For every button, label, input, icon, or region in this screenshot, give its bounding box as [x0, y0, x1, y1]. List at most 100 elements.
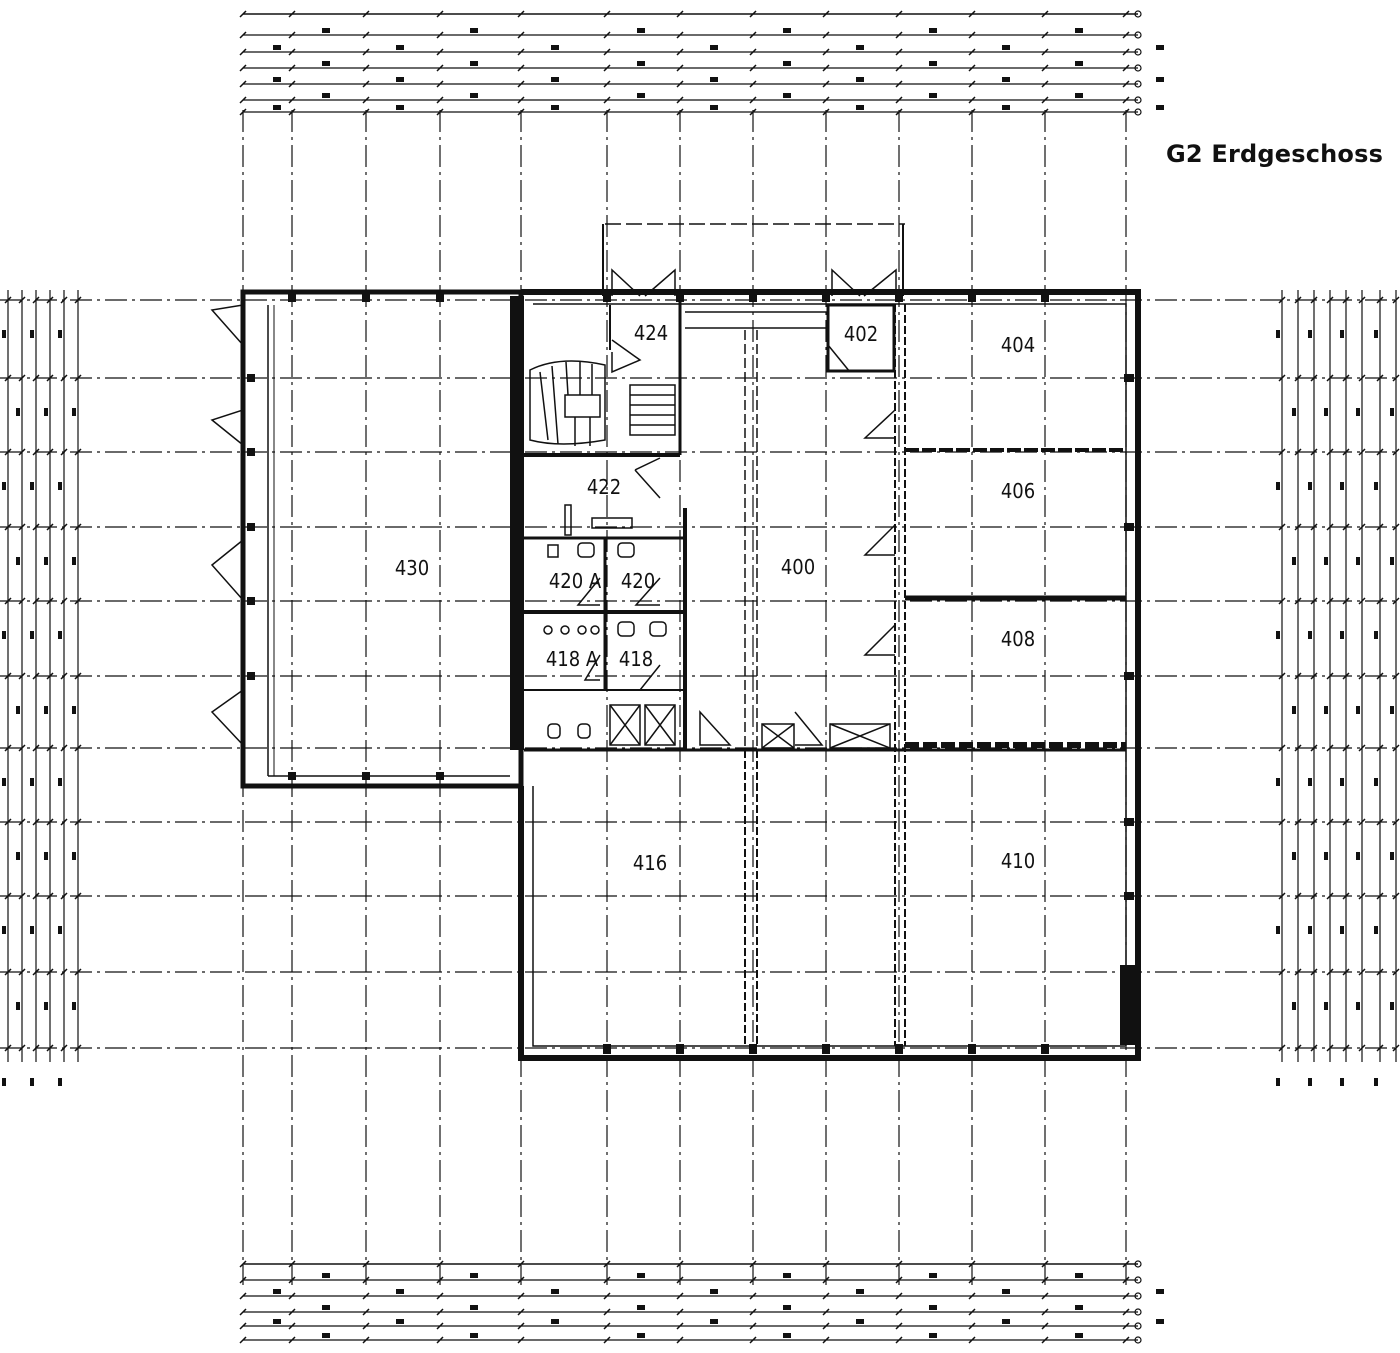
dimension-tick: [60, 523, 68, 531]
dimension-value-mark: [1002, 45, 1010, 50]
dimension-value-mark: [1308, 778, 1312, 786]
dimension-tick: [288, 1292, 296, 1300]
dimension-tick: [362, 108, 370, 116]
dimension-tick: [46, 672, 54, 680]
dimension-tick: [288, 96, 296, 104]
dimension-tick: [676, 1322, 684, 1330]
dimension-tick: [603, 96, 611, 104]
column: [1124, 374, 1134, 382]
dimension-value-mark: [637, 1333, 645, 1338]
dimension-value-mark: [1324, 852, 1328, 860]
dimension-tick: [239, 1322, 247, 1330]
dimension-tick: [822, 1276, 830, 1284]
dimension-tick: [1278, 296, 1286, 304]
dimension-tick: [1358, 1044, 1366, 1052]
dimension-value-mark: [710, 77, 718, 82]
dimension-tick: [1278, 672, 1286, 680]
dimension-tick: [1310, 523, 1318, 531]
dimension-tick: [239, 1336, 247, 1344]
room-label-400: 400: [781, 555, 815, 579]
dimension-value-mark: [1374, 926, 1378, 934]
dimension-tick: [1310, 968, 1318, 976]
dimension-value-mark: [929, 28, 937, 33]
dimension-tick: [895, 1322, 903, 1330]
dimension-tick: [1392, 597, 1400, 605]
dimension-tick: [32, 818, 40, 826]
dimension-tick: [18, 374, 26, 382]
dimension-tick: [1326, 374, 1334, 382]
dimension-value-mark: [1324, 408, 1328, 416]
dimension-value-mark: [1075, 1305, 1083, 1310]
dimension-tick: [1041, 1336, 1049, 1344]
dimension-tick: [1122, 1292, 1130, 1300]
dimension-tick: [239, 108, 247, 116]
dimension-tick: [239, 1308, 247, 1316]
dimension-value-mark: [1308, 926, 1312, 934]
dimension-tick: [968, 10, 976, 18]
dimension-tick: [362, 64, 370, 72]
dimension-value-mark: [1002, 1289, 1010, 1294]
dimension-tick: [18, 818, 26, 826]
dimension-tick: [1278, 597, 1286, 605]
dimension-tick: [32, 523, 40, 531]
dimension-tick: [239, 1260, 247, 1268]
dimension-tick: [1358, 892, 1366, 900]
dimension-tick: [968, 1308, 976, 1316]
dimension-tick: [60, 818, 68, 826]
dimension-tick: [1326, 744, 1334, 752]
dimension-tick: [1376, 448, 1384, 456]
dimension-tick: [1294, 818, 1302, 826]
door-swing: [794, 711, 824, 746]
dimension-tick: [1392, 818, 1400, 826]
dimension-value-mark: [710, 105, 718, 110]
column: [895, 294, 903, 302]
dimension-value-mark: [273, 45, 281, 50]
room-label-408: 408: [1001, 627, 1035, 651]
dimension-value-mark: [783, 93, 791, 98]
column: [247, 597, 255, 605]
room-labels: 430 424 422 420 A 420 418 A 418 400 402 …: [395, 321, 1035, 875]
dimension-tick: [517, 1322, 525, 1330]
dimension-tick: [362, 48, 370, 56]
dimension-value-mark: [72, 1002, 76, 1010]
dimension-tick: [1310, 296, 1318, 304]
dimension-tick: [1342, 296, 1350, 304]
shafts: [609, 704, 891, 749]
dimension-tick: [288, 80, 296, 88]
dimension-tick: [4, 968, 12, 976]
dimension-tick: [1358, 597, 1366, 605]
dimension-tick: [676, 1260, 684, 1268]
dimension-tick: [968, 96, 976, 104]
dimension-end: [1134, 1292, 1142, 1300]
column: [436, 772, 444, 780]
dimension-tick: [1278, 892, 1286, 900]
dimension-value-mark: [551, 105, 559, 110]
dimension-tick: [517, 1276, 525, 1284]
dimension-end: [1134, 48, 1142, 56]
dimension-value-mark: [30, 631, 34, 639]
dimension-tick: [1294, 968, 1302, 976]
column: [895, 1044, 903, 1054]
room-label-422: 422: [587, 475, 621, 499]
dimension-tick: [362, 1336, 370, 1344]
column: [1041, 1044, 1049, 1054]
dimension-value-mark: [1374, 1078, 1378, 1086]
dimension-tick: [603, 31, 611, 39]
dimension-tick: [362, 10, 370, 18]
column: [288, 772, 296, 780]
dimension-tick: [749, 10, 757, 18]
dimension-value-mark: [856, 77, 864, 82]
column: [676, 294, 684, 302]
dimension-tick: [18, 448, 26, 456]
dimension-value-mark: [44, 557, 48, 565]
room-label-430: 430: [395, 556, 429, 580]
dimension-tick: [288, 1322, 296, 1330]
dimension-value-mark: [44, 706, 48, 714]
column: [1124, 892, 1134, 900]
door-swing: [611, 339, 642, 374]
dimension-value-mark: [637, 1305, 645, 1310]
dimension-tick: [1376, 968, 1384, 976]
dimension-tick: [749, 1292, 757, 1300]
dimension-value-mark: [1276, 778, 1280, 786]
dimension-tick: [1041, 48, 1049, 56]
